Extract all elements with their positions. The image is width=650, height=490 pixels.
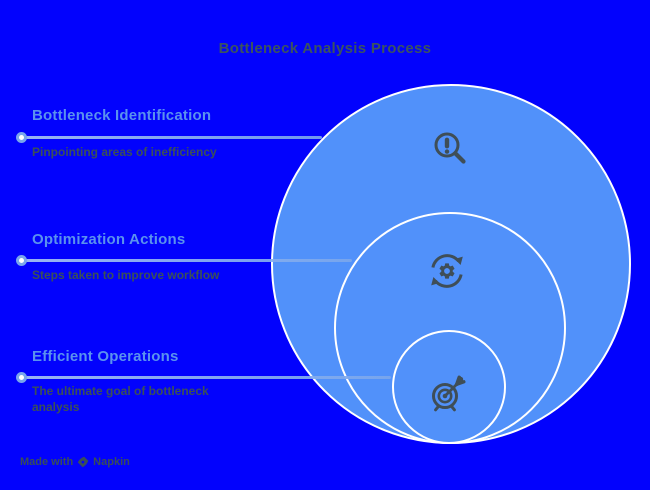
connector-line-3 [21, 376, 391, 379]
search-alert-icon [428, 127, 472, 171]
stage-1-description: Pinpointing areas of inefficiency [32, 145, 217, 159]
stage-1-heading: Bottleneck Identification [32, 107, 212, 124]
pen-nib-icon [77, 456, 89, 468]
connector-line-2 [21, 259, 352, 262]
stage-2-description: Steps taken to improve workflow [32, 268, 220, 282]
connector-dot-3 [16, 372, 27, 383]
stage-3-description: The ultimate goal of bottleneck analysis [32, 384, 209, 414]
connector-line-1 [21, 136, 322, 139]
circle-stage-efficiency [392, 330, 506, 444]
connector-dot-2 [16, 255, 27, 266]
target-dart-icon [426, 370, 470, 414]
gear-sync-icon [425, 249, 469, 293]
page-title: Bottleneck Analysis Process [218, 40, 432, 57]
attribution-prefix: Made with [20, 456, 74, 468]
stage-3-heading: Efficient Operations [32, 348, 179, 365]
stage-2-heading: Optimization Actions [32, 231, 186, 248]
connector-dot-1 [16, 132, 27, 143]
napkin-attribution-link[interactable]: Made with Napkin [20, 456, 130, 468]
attribution-brand: Napkin [93, 456, 130, 468]
